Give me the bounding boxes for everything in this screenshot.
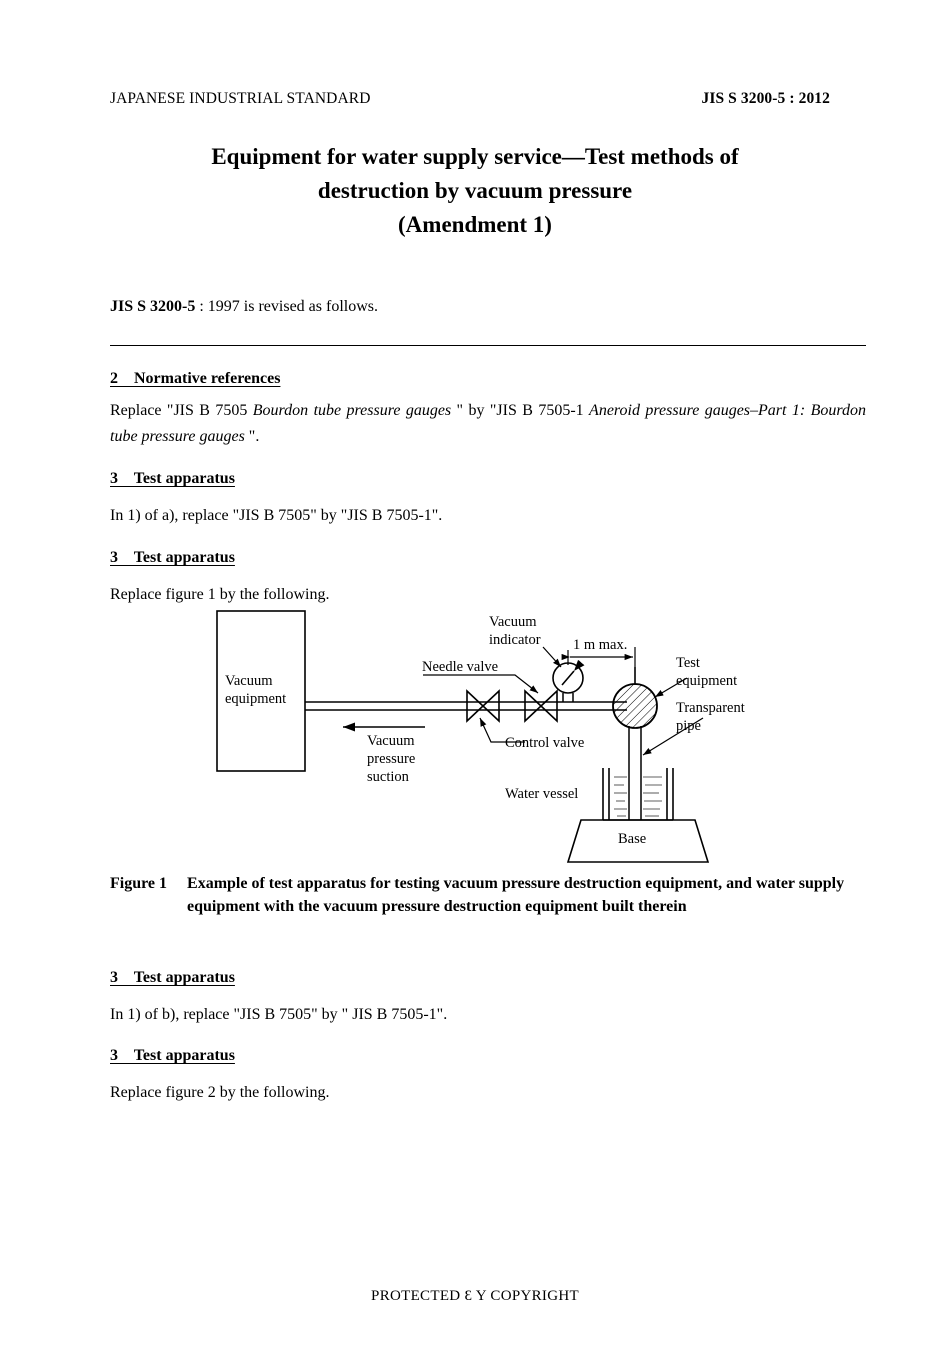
figure-1-caption-text: Example of test apparatus for testing va… [187, 875, 845, 915]
label-vacuum-indicator: Vacuum indicator [489, 614, 541, 648]
caption-gap [167, 872, 187, 918]
title-amendment: (Amendment 1) [398, 212, 552, 237]
copyright-footer: PROTECTED Ɛ Y COPYRIGHT [371, 1288, 579, 1304]
label-needle-valve: Needle valve [422, 659, 498, 675]
label-vacuum-suction-l3: suction [367, 769, 410, 785]
test-equipment-circle [612, 683, 658, 729]
water-fill [614, 776, 662, 817]
section-heading-test-apparatus-figure2: 3 Test apparatus [110, 1047, 235, 1064]
section-body-test-apparatus-a: In 1) of a), replace "JIS B 7505" by "JI… [110, 507, 443, 524]
label-base: Base [618, 831, 646, 847]
section-heading-test-apparatus-a: 3 Test apparatus [110, 470, 235, 487]
title-line-2: destruction by vacuum pressure [317, 178, 633, 203]
label-dimension-1m: 1 m max. [573, 637, 627, 653]
label-control-valve: Control valve [505, 735, 584, 751]
label-vacuum-equipment-l2: equipment [225, 691, 286, 707]
control-valve-symbol [466, 689, 500, 723]
label-vacuum-suction-l1: Vacuum [367, 733, 415, 749]
nr-prefix: Replace "JIS B 7505 [110, 402, 253, 419]
running-header: JAPANESE INDUSTRIAL STANDARD JIS S 3200-… [110, 90, 830, 108]
base-trapezoid [566, 819, 710, 863]
label-vacuum-suction: Vacuum pressure suction [367, 733, 419, 785]
section-body-test-apparatus-b: In 1) of b), replace "JIS B 7505" by " J… [110, 1006, 448, 1023]
leader-lines [423, 646, 704, 756]
nr-mid: " by "JIS B 7505-1 [451, 402, 590, 419]
horizontal-rule [110, 345, 866, 346]
needle-valve-symbol [524, 689, 558, 723]
leadin-standard-id: JIS S 3200-5 [110, 298, 196, 315]
vacuum-equipment-box [216, 610, 306, 772]
section-body-test-apparatus-figure2: Replace figure 2 by the following. [110, 1084, 330, 1101]
nr-italic-1: Bourdon tube pressure gauges [252, 402, 452, 419]
label-transparent-pipe-l2: pipe [676, 718, 701, 734]
label-transparent-pipe-l1: Transparent [676, 700, 745, 716]
label-vacuum-indicator-l2: indicator [489, 632, 541, 648]
nr-suffix: ". [244, 428, 260, 445]
water-vessel [602, 768, 674, 821]
label-vacuum-equipment: Vacuum equipment [225, 673, 286, 707]
section-heading-normative-references: 2 Normative references [110, 370, 281, 387]
nr-italic-2: Aneroid pressure gauges–Part 1: Bourdon … [110, 402, 867, 445]
label-test-equipment-l1: Test [676, 655, 700, 671]
label-vacuum-suction-l2: pressure [367, 751, 415, 767]
label-transparent-pipe: Transparent pipe [676, 700, 748, 734]
dimension-line-1m [561, 647, 636, 685]
label-vacuum-equipment-l1: Vacuum [225, 673, 273, 689]
label-water-vessel: Water vessel [505, 786, 578, 802]
header-standard-number: JIS S 3200-5 : 2012 [701, 90, 830, 107]
revision-leadin: JIS S 3200-5 : 1997 is revised as follow… [110, 298, 378, 316]
figure-1-diagram: Vacuum equipment Vacuum pressure suction… [195, 605, 815, 870]
section-body-normative-references: Replace "JIS B 7505 Bourdon tube pressur… [110, 398, 866, 450]
page-title: Equipment for water supply service—Test … [120, 140, 830, 242]
section-body-test-apparatus-figure1: Replace figure 1 by the following. [110, 586, 330, 603]
section-heading-test-apparatus-figure1: 3 Test apparatus [110, 549, 235, 566]
label-test-equipment: Test equipment [676, 655, 737, 689]
label-vacuum-indicator-l1: Vacuum [489, 614, 537, 630]
figure-1-caption: Figure 1 Example of test apparatus for t… [110, 872, 866, 918]
section-heading-test-apparatus-b: 3 Test apparatus [110, 969, 235, 986]
label-test-equipment-l2: equipment [676, 673, 737, 689]
leadin-rest: : 1997 is revised as follows. [195, 298, 379, 315]
title-line-1: Equipment for water supply service—Test … [211, 144, 739, 169]
figure-1-label: Figure 1 [110, 875, 168, 892]
header-standard-family: JAPANESE INDUSTRIAL STANDARD [110, 90, 371, 107]
